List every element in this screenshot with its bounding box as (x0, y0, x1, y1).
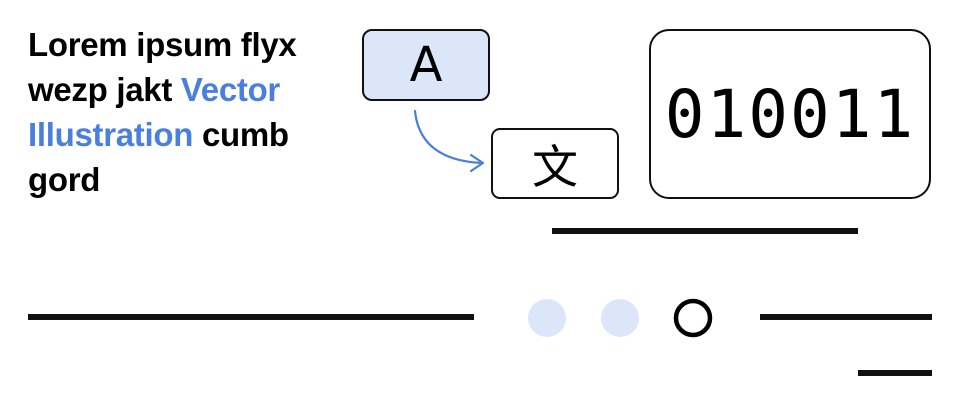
pager-dot (601, 299, 639, 337)
source-letter-key: A (362, 29, 490, 101)
curved-arrow-icon (413, 109, 485, 173)
binary-value: 010011 (664, 75, 916, 153)
source-letter: A (409, 37, 443, 93)
ring-icon (673, 298, 713, 338)
translated-character: 文 (532, 139, 578, 194)
binary-display: 010011 (649, 29, 931, 199)
headline: Lorem ipsum flyx wezp jakt Vector Illust… (28, 22, 358, 202)
headline-text-start: Lorem ipsum flyx wezp jakt (28, 26, 297, 108)
translated-character-key: 文 (491, 128, 619, 199)
headline-text-end: cumb gord (28, 116, 289, 198)
pager-dot (528, 299, 566, 337)
headline-accent-text: Vector Illustration (28, 71, 280, 153)
